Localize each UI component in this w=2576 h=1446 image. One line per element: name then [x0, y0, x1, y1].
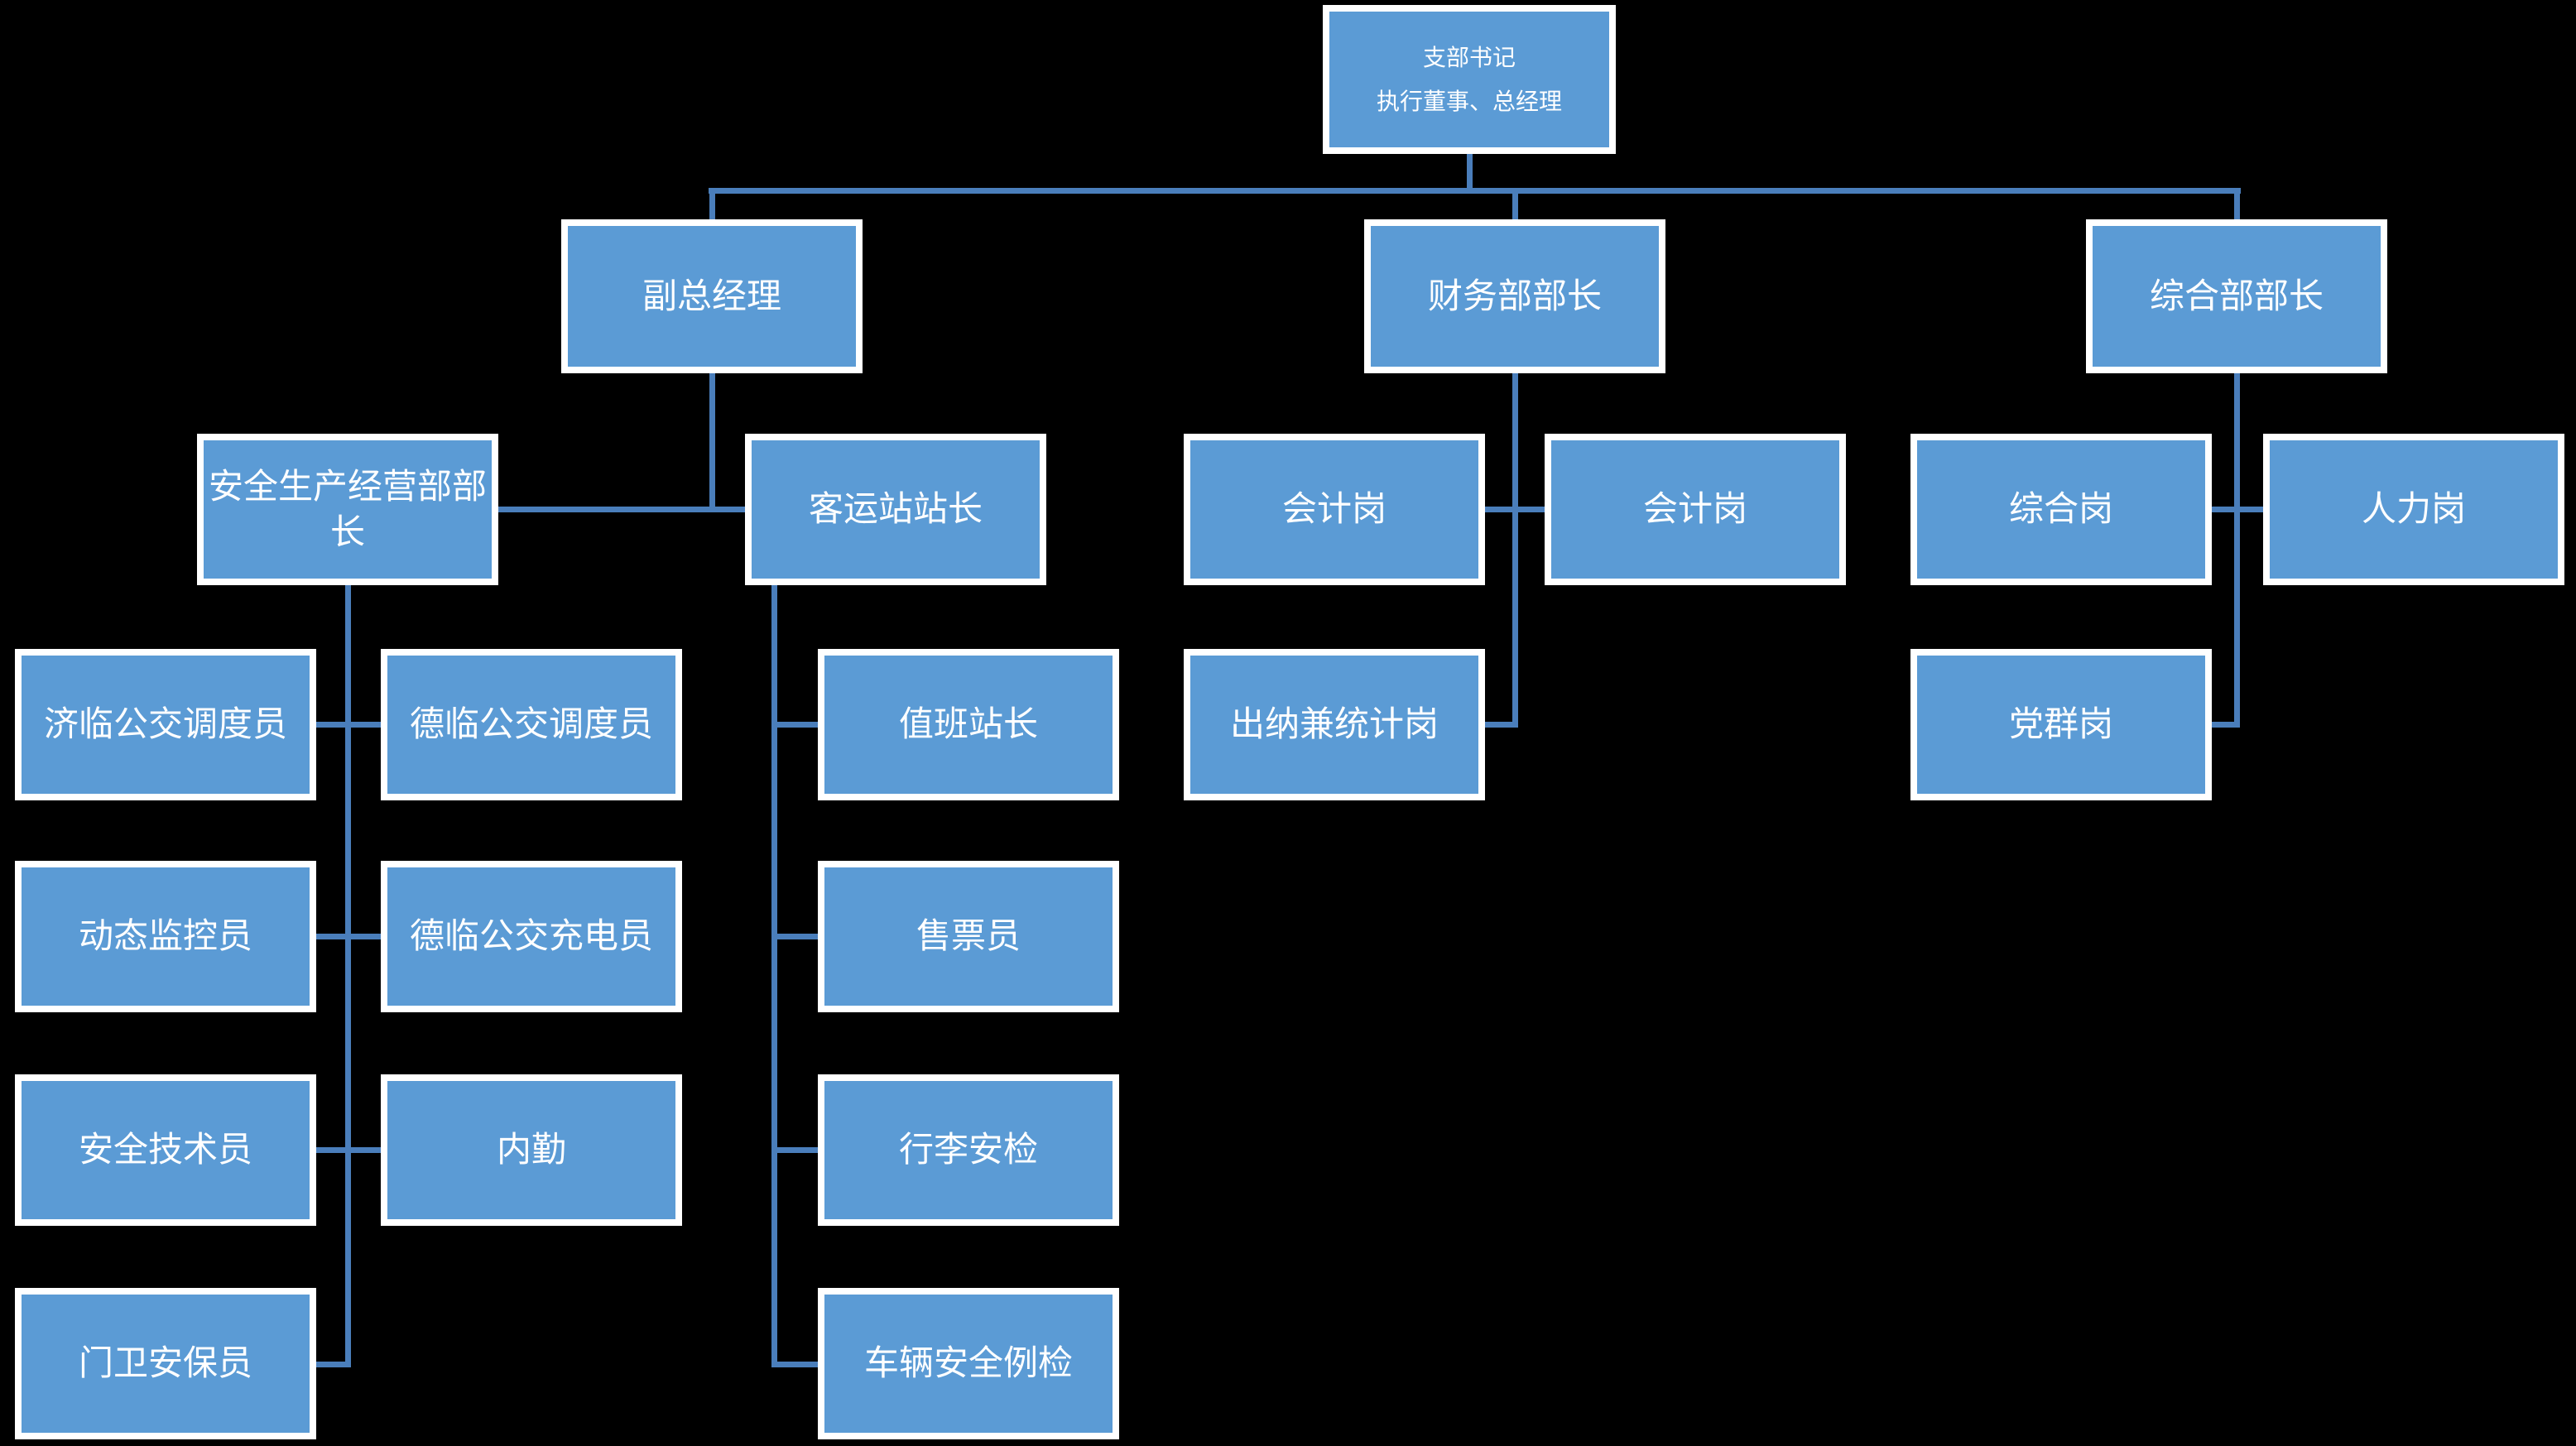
connector-finance-row1-stub [1485, 507, 1545, 512]
node-finance-department-head: 财务部部长 [1364, 219, 1665, 373]
connector-station-branch-trunk [771, 585, 777, 1367]
connector-safety-branch-trunk [345, 585, 351, 1367]
node-label: 副总经理 [642, 275, 781, 316]
node-vehicle-safety-inspection: 车辆安全例检 [818, 1288, 1119, 1439]
connector-station-row3-stub [771, 1147, 818, 1153]
node-label: 德临公交调度员 [409, 704, 653, 745]
node-delin-bus-charger: 德临公交充电员 [381, 861, 682, 1012]
connector-general-row2-stub [2212, 722, 2240, 728]
connector-drop-finance-head [1512, 188, 1518, 219]
connector-station-row4-stub [771, 1362, 818, 1367]
node-label: 德临公交充电员 [409, 915, 653, 957]
connector-drop-general-head [2234, 188, 2240, 219]
connector-safety-row2-stub [316, 934, 381, 939]
connector-finance-row2-stub [1485, 722, 1518, 728]
node-label: 车辆安全例检 [863, 1343, 1073, 1384]
node-luggage-security-check: 行李安检 [818, 1074, 1119, 1226]
node-label: 财务部部长 [1427, 275, 1602, 316]
node-label: 内勤 [496, 1129, 566, 1170]
connector-station-row1-stub [771, 722, 818, 728]
node-label: 党群岗 [2008, 704, 2113, 745]
node-label: 值班站长 [898, 704, 1038, 745]
connector-safety-row3-stub [316, 1147, 381, 1153]
connector-safety-row4-stub [316, 1362, 351, 1367]
node-label: 动态监控员 [78, 915, 252, 957]
connector-general-branch-trunk [2234, 373, 2240, 728]
node-label: 安全生产经营部部长 [208, 465, 487, 552]
connector-station-row2-stub [771, 934, 818, 939]
connector-vice-gm-down [709, 373, 715, 512]
connector-finance-branch-trunk [1512, 373, 1518, 728]
node-label: 济临公交调度员 [43, 704, 287, 745]
connector-drop-vice-gm [709, 188, 715, 219]
node-label: 综合部部长 [2149, 275, 2324, 316]
node-vice-general-manager: 副总经理 [561, 219, 863, 373]
node-accountant-post-1: 会计岗 [1184, 434, 1485, 585]
node-branch-secretary-gm: 支部书记 执行董事、总经理 [1323, 5, 1616, 154]
connector-root-drop [1467, 154, 1473, 194]
connector-safety-to-station [498, 507, 745, 512]
node-safety-technician: 安全技术员 [15, 1074, 316, 1226]
node-office-clerk: 内勤 [381, 1074, 682, 1226]
node-delin-bus-dispatcher: 德临公交调度员 [381, 649, 682, 800]
node-gate-security-guard: 门卫安保员 [15, 1288, 316, 1439]
node-label: 会计岗 [1281, 488, 1387, 530]
node-duty-station-master: 值班站长 [818, 649, 1119, 800]
node-general-affairs-post: 综合岗 [1910, 434, 2212, 585]
node-label: 综合岗 [2008, 488, 2113, 530]
node-passenger-station-master: 客运站站长 [745, 434, 1046, 585]
node-label: 人力岗 [2361, 488, 2466, 530]
node-label: 执行董事、总经理 [1376, 88, 1562, 115]
node-ticket-seller: 售票员 [818, 861, 1119, 1012]
node-label: 门卫安保员 [78, 1343, 252, 1384]
node-accountant-post-2: 会计岗 [1545, 434, 1846, 585]
node-party-affairs-post: 党群岗 [1910, 649, 2212, 800]
node-cashier-statistics-post: 出纳兼统计岗 [1184, 649, 1485, 800]
node-general-department-head: 综合部部长 [2086, 219, 2387, 373]
node-label: 售票员 [916, 915, 1021, 957]
connector-safety-row1-stub [316, 722, 381, 728]
node-label: 会计岗 [1642, 488, 1747, 530]
node-human-resources-post: 人力岗 [2263, 434, 2564, 585]
node-label: 客运站站长 [808, 488, 983, 530]
node-dynamic-monitor: 动态监控员 [15, 861, 316, 1012]
node-safety-production-dept-head: 安全生产经营部部长 [197, 434, 498, 585]
connector-main-horizontal [709, 188, 2241, 194]
node-label: 支部书记 [1422, 43, 1516, 71]
connector-general-row1-stub [2212, 507, 2263, 512]
node-jilin-bus-dispatcher: 济临公交调度员 [15, 649, 316, 800]
node-label: 行李安检 [898, 1129, 1038, 1170]
node-label: 出纳兼统计岗 [1229, 704, 1439, 745]
node-label: 安全技术员 [78, 1129, 252, 1170]
